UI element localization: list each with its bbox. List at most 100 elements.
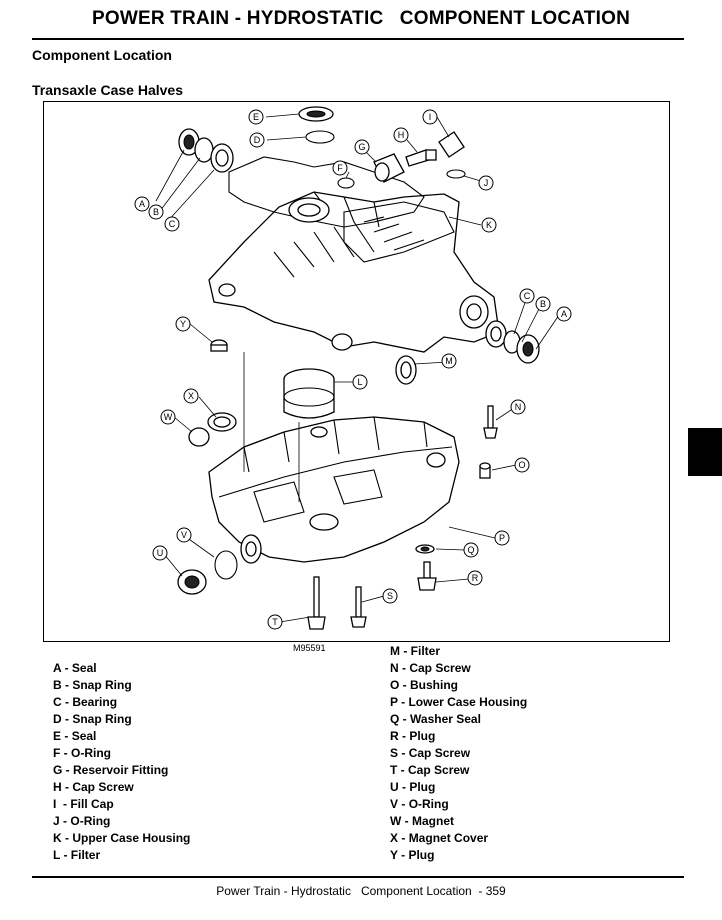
callout-T: T — [267, 614, 283, 630]
legend-letter: U — [390, 780, 399, 794]
exploded-view-drawing: E D I H G F J A B C K C B A Y M L X W N … — [134, 106, 572, 630]
svg-text:S: S — [387, 591, 393, 601]
exploded-view-figure: E D I H G F J A B C K C B A Y M L X W N … — [43, 101, 670, 642]
legend-separator: - — [62, 763, 74, 777]
legend-part-name: Lower Case Housing — [408, 695, 528, 709]
callout-Q: Q — [463, 542, 479, 558]
legend-separator: - — [398, 831, 409, 845]
callout-X: X — [183, 388, 199, 404]
legend-separator: - — [61, 695, 73, 709]
legend-part-name: Upper Case Housing — [72, 831, 191, 845]
legend-separator: - — [397, 848, 409, 862]
legend-separator: - — [61, 729, 72, 743]
callout-U: U — [152, 545, 168, 561]
legend-item: Q - Washer Seal — [390, 711, 527, 728]
legend-letter: A — [53, 661, 62, 675]
callout-K: K — [481, 217, 497, 233]
legend-part-name: Fill Cap — [70, 797, 114, 811]
legend-letter: W — [390, 814, 402, 828]
callout-F: F — [332, 160, 348, 176]
callout-G: G — [354, 139, 370, 155]
side-thumb-tab — [688, 428, 722, 476]
legend-part-name: O-Ring — [70, 814, 111, 828]
legend-separator: - — [399, 678, 411, 692]
page-header-title: POWER TRAIN - HYDROSTATIC COMPONENT LOCA… — [91, 8, 630, 29]
legend-item: B - Snap Ring — [53, 677, 190, 694]
legend-item: J - O-Ring — [53, 813, 190, 830]
callout-L: L — [352, 374, 368, 390]
svg-text:U: U — [157, 548, 164, 558]
fasteners-drawing — [177, 405, 498, 630]
callout-C-left: C — [164, 216, 180, 232]
legend-part-name: Snap Ring — [72, 678, 132, 692]
sub-title: Transaxle Case Halves — [32, 82, 183, 98]
legend-item: R - Plug — [390, 728, 527, 745]
svg-text:X: X — [188, 391, 194, 401]
legend-separator: - — [398, 729, 410, 743]
legend-part-name: Reservoir Fitting — [73, 763, 169, 777]
callout-Y: Y — [175, 316, 191, 332]
callout-R: R — [467, 570, 483, 586]
legend-separator: - — [56, 797, 71, 811]
svg-text:A: A — [139, 199, 145, 209]
legend-separator: - — [399, 712, 411, 726]
legend-letter: O — [390, 678, 400, 692]
legend-part-name: Bushing — [410, 678, 459, 692]
legend-letter: G — [53, 763, 63, 777]
page-footer: Power Train - Hydrostatic Component Loca… — [216, 884, 506, 898]
legend-letter: R — [390, 729, 399, 743]
footer-rule — [32, 876, 684, 878]
legend-letter: K — [53, 831, 62, 845]
legend-item: N - Cap Screw — [390, 660, 527, 677]
fitting-and-cap-drawing — [337, 131, 466, 189]
figure-id: M95591 — [293, 643, 326, 653]
callout-W: W — [160, 409, 176, 425]
svg-text:E: E — [253, 112, 259, 122]
svg-text:B: B — [153, 207, 159, 217]
svg-text:R: R — [472, 573, 479, 583]
legend-separator: - — [61, 661, 72, 675]
legend-item: G - Reservoir Fitting — [53, 762, 190, 779]
callout-D: D — [249, 132, 265, 148]
legend-part-name: Bearing — [72, 695, 118, 709]
legend-item: T - Cap Screw — [390, 762, 527, 779]
legend-item: S - Cap Screw — [390, 745, 527, 762]
callout-O: O — [514, 457, 530, 473]
svg-text:H: H — [398, 130, 405, 140]
legend-letter: H — [53, 780, 62, 794]
svg-text:Y: Y — [180, 319, 186, 329]
legend-letter: Y — [390, 848, 398, 862]
filters-drawing — [210, 339, 417, 419]
legend-letter: M — [390, 644, 400, 658]
legend-letter: L — [53, 848, 61, 862]
legend-item: X - Magnet Cover — [390, 830, 527, 847]
legend-letter: P — [390, 695, 398, 709]
legend-item: O - Bushing — [390, 677, 527, 694]
legend-part-name: Seal — [71, 661, 97, 675]
legend-part-name: Filter — [70, 848, 101, 862]
callout-N: N — [510, 399, 526, 415]
leader-lines — [155, 113, 560, 623]
svg-text:T: T — [272, 617, 278, 627]
callout-P: P — [494, 530, 510, 546]
magnet-drawing — [188, 412, 237, 447]
legend-item: A - Seal — [53, 660, 190, 677]
callout-A-left: A — [134, 196, 150, 212]
callout-J: J — [478, 175, 494, 191]
legend-letter: J — [53, 814, 60, 828]
svg-text:C: C — [524, 291, 531, 301]
legend-letter: F — [53, 746, 61, 760]
legend-item: E - Seal — [53, 728, 190, 745]
legend-item: C - Bearing — [53, 694, 190, 711]
right-seal-stack-drawing — [485, 320, 540, 364]
svg-text:A: A — [561, 309, 567, 319]
svg-text:P: P — [499, 533, 505, 543]
legend-part-name: Filter — [410, 644, 441, 658]
legend-part-name: Snap Ring — [72, 712, 132, 726]
callout-S: S — [382, 588, 398, 604]
legend-item: I - Fill Cap — [53, 796, 190, 813]
legend-separator: - — [397, 695, 409, 709]
legend-letter: D — [53, 712, 62, 726]
